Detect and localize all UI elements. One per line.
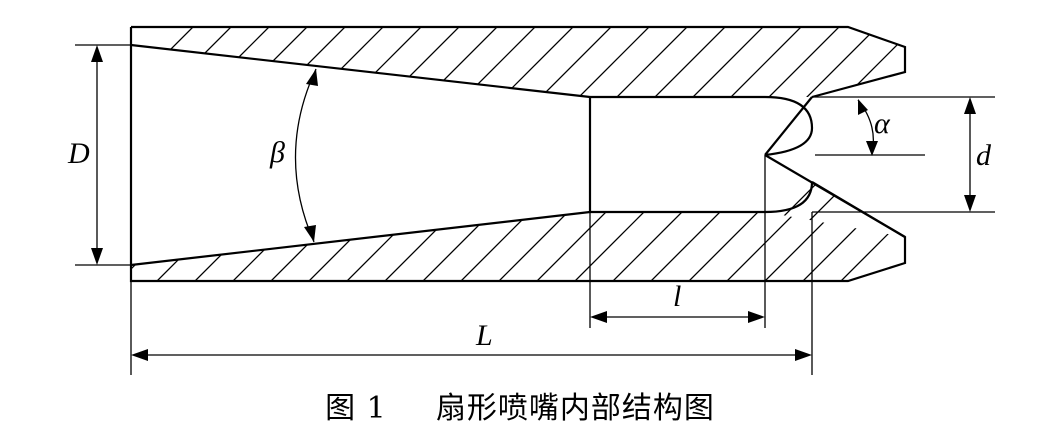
label-beta: β: [269, 136, 285, 169]
figure-caption: 图 1 扇形喷嘴内部结构图: [0, 383, 1040, 427]
label-D: D: [67, 137, 90, 170]
dimension-l: l: [590, 280, 765, 323]
dimension-d: d: [964, 97, 992, 212]
slot-edge-hatching: [765, 182, 851, 237]
caption-number: 图 1: [325, 391, 387, 426]
dimension-D: D: [67, 45, 103, 265]
label-L: L: [475, 319, 493, 352]
dimension-L: L: [131, 319, 812, 361]
top-wall-hatching: [131, 27, 905, 97]
extension-lines: [75, 44, 995, 375]
label-l: l: [673, 280, 681, 313]
label-alpha: α: [874, 107, 891, 140]
label-d: d: [976, 139, 992, 172]
angle-beta: β: [269, 68, 318, 243]
caption-title: 扇形喷嘴内部结构图: [435, 391, 715, 426]
angle-alpha: α: [857, 99, 891, 156]
nozzle-outline: [129, 25, 907, 283]
